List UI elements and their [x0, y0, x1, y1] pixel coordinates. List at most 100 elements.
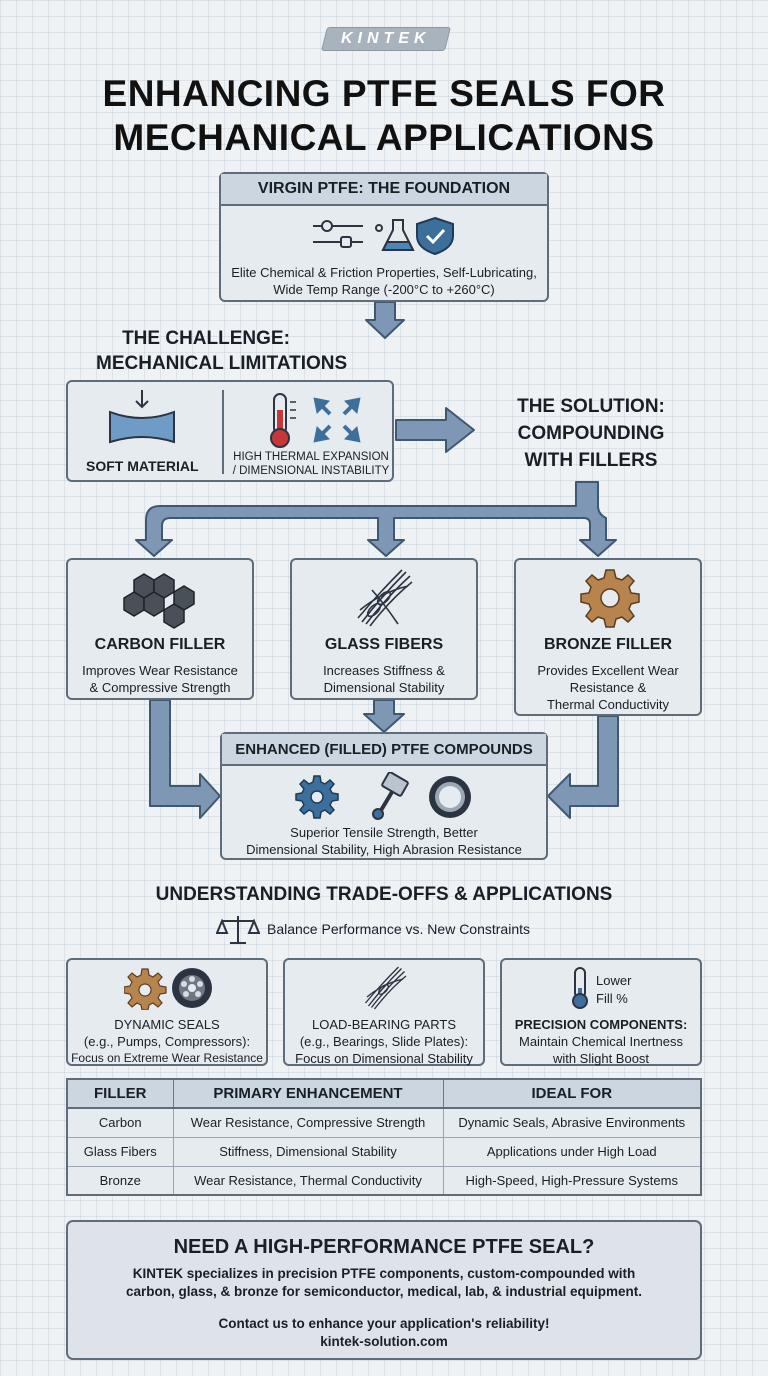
soft-material-label: SOFT MATERIAL [86, 458, 199, 474]
virgin-text-1: Elite Chemical & Friction Properties, Se… [231, 265, 537, 280]
fiber-bundle-icon [357, 569, 413, 627]
cta-line-1: KINTEK specializes in precision PTFE com… [132, 1266, 636, 1281]
challenge-title: THE CHALLENGE: MECHANICAL LIMITATIONS [96, 326, 396, 376]
brand-text: KINTEK [341, 30, 431, 47]
enhanced-header: ENHANCED (FILLED) PTFE COMPOUNDS [222, 734, 546, 766]
cta-title: NEED A HIGH-PERFORMANCE PTFE SEAL? [173, 1236, 595, 1258]
precision-line-2: Maintain Chemical Inertness [518, 1034, 684, 1049]
load-bearing-text: LOAD-BEARING PARTS (e.g., Bearings, Slid… [285, 1016, 483, 1067]
table-row: Carbon Wear Resistance, Compressive Stre… [66, 1107, 702, 1138]
cta-line-2: carbon, glass, & bronze for semiconducto… [125, 1284, 643, 1299]
bronze-filler-card: BRONZE FILLER Provides Excellent Wear Re… [514, 558, 702, 716]
title-line-1: ENHANCING PTFE SEALS FOR [102, 73, 666, 114]
load-bearing-line-2: (e.g., Bearings, Slide Plates): [299, 1034, 469, 1049]
small-bronze-gear-icon [124, 968, 167, 1010]
virgin-ptfe-text: Elite Chemical & Friction Properties, Se… [221, 264, 547, 298]
enhanced-text-2: Dimensional Stability, High Abrasion Res… [246, 842, 522, 857]
precision-title: PRECISION COMPONENTS: [514, 1017, 688, 1032]
glass-desc-1: Increases Stiffness & [323, 663, 445, 678]
thermometer-icon [270, 393, 296, 448]
precision-components-card: Lower Fill % PRECISION COMPONENTS: Maint… [500, 958, 702, 1066]
small-fiber-bundle-icon [364, 966, 407, 1010]
virgin-ptfe-title: VIRGIN PTFE: THE FOUNDATION [257, 180, 511, 197]
low-thermometer-icon [572, 967, 588, 1009]
expand-arrows-icon [313, 397, 361, 443]
thermal-expansion-label: HIGH THERMAL EXPANSION / DIMENSIONAL INS… [228, 450, 394, 478]
load-bearing-line-3: Focus on Dimensional Stability [295, 1051, 473, 1066]
glass-desc-2: Dimensional Stability [323, 680, 445, 695]
lower-fill-note: Lower Fill % [596, 972, 631, 1008]
carbon-desc-1: Improves Wear Resistance [82, 663, 238, 678]
bronze-gear-icon [580, 569, 640, 628]
page-title: ENHANCING PTFE SEALS FOR MECHANICAL APPL… [20, 72, 748, 160]
compress-icon [109, 390, 175, 444]
blue-gear-icon [295, 775, 339, 819]
flask-icon [375, 219, 415, 251]
table-header-enhancement: PRIMARY ENHANCEMENT [172, 1078, 444, 1109]
seal-ring-icon [429, 776, 471, 818]
cta-contact-line: Contact us to enhance your application's… [218, 1316, 550, 1331]
dynamic-seals-text: DYNAMIC SEALS (e.g., Pumps, Compressors)… [68, 1016, 266, 1067]
thermal-line-1: HIGH THERMAL EXPANSION [233, 451, 389, 463]
enhanced-compounds-box: ENHANCED (FILLED) PTFE COMPOUNDS Superio… [220, 732, 548, 860]
table-header-row: FILLER PRIMARY ENHANCEMENT IDEAL FOR [66, 1078, 702, 1109]
lower-fill-line-1: Lower [596, 973, 632, 988]
enhanced-text-1: Superior Tensile Strength, Better [290, 825, 478, 840]
title-line-2: MECHANICAL APPLICATIONS [113, 117, 655, 158]
arrow-right-challenge [395, 407, 475, 453]
solution-title: THE SOLUTION: COMPOUNDING WITH FILLERS [486, 393, 696, 474]
challenge-divider [222, 390, 224, 474]
precision-line-3: with Slight Boost [552, 1051, 650, 1066]
table-cell: High-Speed, High-Pressure Systems [442, 1165, 702, 1196]
bronze-desc-2: Resistance & [569, 680, 647, 695]
table-row: Bronze Wear Resistance, Thermal Conducti… [66, 1165, 702, 1196]
solution-line-1: THE SOLUTION: [517, 396, 665, 417]
table-cell: Wear Resistance, Compressive Strength [172, 1107, 444, 1138]
table-cell: Carbon [66, 1107, 174, 1138]
carbon-filler-card: CARBON FILLER Improves Wear Resistance &… [66, 558, 254, 700]
balance-scale-icon [216, 916, 260, 944]
tradeoffs-subtitle: Balance Performance vs. New Constraints [267, 921, 530, 937]
table-cell: Glass Fibers [66, 1136, 174, 1167]
challenge-title-2: MECHANICAL LIMITATIONS [96, 353, 348, 374]
enhanced-text: Superior Tensile Strength, Better Dimens… [222, 824, 546, 858]
cta-description: KINTEK specializes in precision PTFE com… [68, 1265, 700, 1301]
bearing-icon [172, 968, 212, 1008]
brand-logo: KINTEK [321, 27, 451, 51]
dynamic-seals-card: DYNAMIC SEALS (e.g., Pumps, Compressors)… [66, 958, 268, 1066]
load-bearing-title: LOAD-BEARING PARTS [312, 1017, 456, 1032]
table-header-ideal-for: IDEAL FOR [442, 1078, 702, 1109]
bronze-desc-3: Thermal Conductivity [546, 697, 670, 712]
load-bearing-card: LOAD-BEARING PARTS (e.g., Bearings, Slid… [283, 958, 485, 1066]
table-cell: Applications under High Load [442, 1136, 702, 1167]
solution-line-3: WITH FILLERS [524, 450, 658, 471]
table-cell: Dynamic Seals, Abrasive Environments [442, 1107, 702, 1138]
enhanced-icons [295, 772, 471, 820]
precision-text: PRECISION COMPONENTS: Maintain Chemical … [502, 1016, 700, 1067]
carbon-filler-desc: Improves Wear Resistance & Compressive S… [68, 662, 252, 696]
shield-check-icon [416, 216, 454, 256]
cta-box: NEED A HIGH-PERFORMANCE PTFE SEAL? KINTE… [66, 1220, 702, 1360]
lower-fill-line-2: Fill % [596, 991, 628, 1006]
enhanced-title: ENHANCED (FILLED) PTFE COMPOUNDS [235, 740, 533, 758]
bronze-desc-1: Provides Excellent Wear [537, 663, 679, 678]
arrow-bronze-to-enhanced [547, 715, 619, 819]
table-cell: Bronze [66, 1165, 174, 1196]
tradeoffs-title: UNDERSTANDING TRADE-OFFS & APPLICATIONS [155, 884, 613, 905]
cta-website-link[interactable]: kintek-solution.com [320, 1334, 448, 1349]
carbon-desc-2: & Compressive Strength [89, 680, 231, 695]
carbon-filler-title: CARBON FILLER [94, 636, 226, 653]
dynamic-seals-line-3: Focus on Extreme Wear Resistance [71, 1051, 263, 1065]
virgin-text-2: Wide Temp Range (-200°C to +260°C) [273, 282, 495, 297]
challenge-box: SOFT MATERIAL HIGH THERMAL EXPANSION / D… [66, 380, 394, 482]
table-cell: Stiffness, Dimensional Stability [172, 1136, 444, 1167]
challenge-title-1: THE CHALLENGE: [122, 328, 290, 349]
table-header-filler: FILLER [66, 1078, 174, 1109]
dynamic-seals-line-2: (e.g., Pumps, Compressors): [83, 1034, 251, 1049]
cta-contact: Contact us to enhance your application's… [68, 1315, 700, 1351]
bronze-filler-desc: Provides Excellent Wear Resistance & The… [516, 662, 700, 713]
hexagon-carbon-icon [123, 573, 195, 629]
arrow-splitter [135, 481, 617, 557]
table-cell: Wear Resistance, Thermal Conductivity [172, 1165, 444, 1196]
virgin-ptfe-header: VIRGIN PTFE: THE FOUNDATION [221, 174, 547, 206]
